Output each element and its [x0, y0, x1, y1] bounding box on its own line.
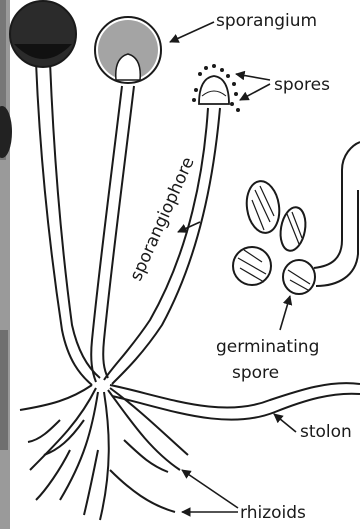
sporangium-left — [10, 1, 76, 67]
sporangium-middle — [95, 17, 161, 83]
free-spores — [233, 179, 315, 294]
rhizoids-pointer-upper — [182, 470, 238, 508]
spores-pointer-lower — [240, 84, 270, 100]
label-stolon: stolon — [300, 422, 352, 442]
label-sporangium: sporangium — [216, 11, 317, 31]
left-edge-photo-strip — [0, 0, 12, 529]
sporangiophore-stalks — [36, 62, 220, 385]
germ-tube — [314, 142, 360, 286]
stolon-pointer — [274, 414, 296, 432]
label-spore: spore — [232, 363, 279, 383]
label-germinating: germinating — [216, 337, 319, 357]
stolon — [110, 383, 360, 420]
label-spores: spores — [274, 75, 330, 95]
label-rhizoids: rhizoids — [240, 503, 306, 523]
germinating-spore-pointer — [280, 296, 290, 330]
spores-pointer-upper — [236, 74, 270, 80]
sporangium-dehisced — [199, 76, 229, 104]
rhizoids — [20, 385, 188, 520]
sporangium-pointer — [170, 22, 214, 42]
